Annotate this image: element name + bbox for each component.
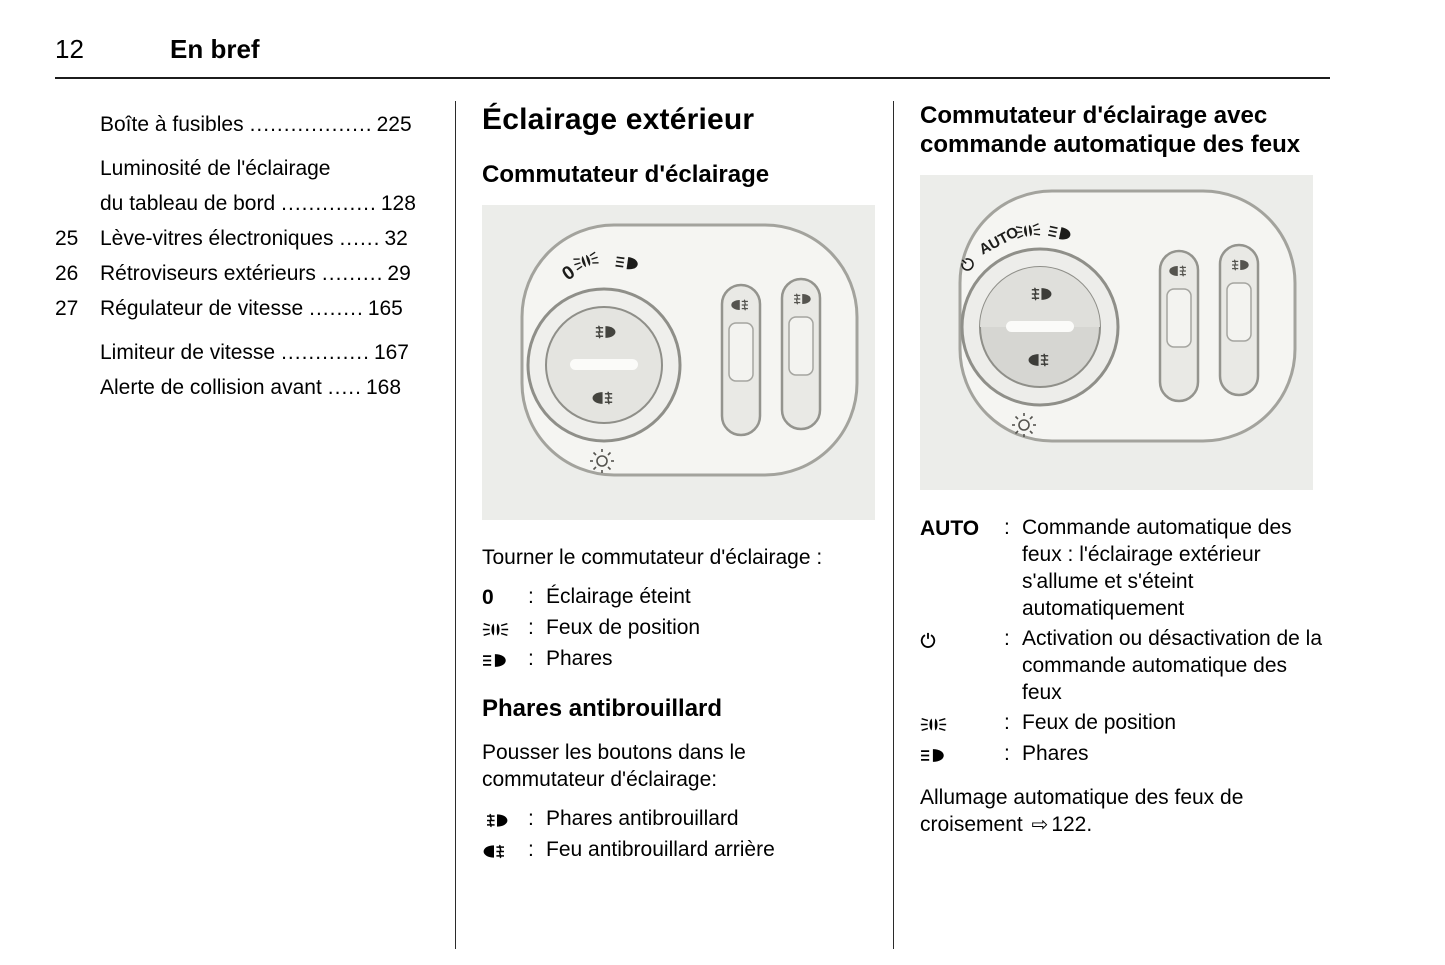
desc: Feux de position [546,616,701,639]
power-icon [920,632,936,648]
toc-item: Alerte de collision avant ..... 168 [55,370,455,405]
toc-item-page: 165 [367,297,403,320]
list-item: : Phares [920,740,1330,768]
headlights-icon [920,748,945,763]
toc-item-number [55,107,100,142]
toc-item: 25 Lève-vitres électroniques ...... 32 [55,221,455,256]
page-ref-arrow-icon: ⇨ [1031,814,1049,836]
rear-fog-light-icon [482,844,509,859]
auto-section-title: Commutateur d'éclairage avec commande au… [920,102,1301,158]
toc-item-label: Lève-vitres électroniques [100,227,334,250]
list-item: : Phares antibrouillard [482,805,869,833]
toc-item-label: Limiteur de vitesse [100,341,276,364]
section-title: Éclairage extérieur [482,103,755,136]
page-number: 12 [55,34,84,64]
auto-footer: Allumage automatique des feux de croisem… [920,784,1330,839]
toc-item-number [55,186,100,221]
toc-item: du tableau de bord .............. 128 [55,186,455,221]
desc: Phares [1022,742,1089,765]
toc-item-page: 168 [365,376,402,399]
light-switch-illustration: 0 [482,205,875,520]
toc-item-page: 32 [384,227,408,250]
toc-item-number: 26 [55,262,79,285]
toc-item-number [55,370,100,405]
footer-text: Allumage automatique des feux de croisem… [920,786,1244,836]
fog-intro: Pousser les boutons dans le commutateur … [482,741,746,791]
toc-item-page: 128 [380,192,416,215]
toc-item-label: Rétroviseurs extérieurs [100,262,316,285]
list-item: AUTO : Commande automatique des feux : l… [920,514,1330,622]
toc-item: Limiteur de vitesse ............. 167 [55,335,455,370]
dimmer-icon [590,449,614,473]
toc-item: Boîte à fusibles .................. 225 [55,107,455,142]
fog-list: : Phares antibrouillard : Feu antibrouil… [482,805,869,864]
toc-item-label: Régulateur de vitesse [100,297,304,320]
toc-leader-dots: ...... [339,227,381,250]
subsection-title: Commutateur d'éclairage [482,161,770,188]
toc-leader-dots: ......... [321,262,384,285]
list-item: : Activation ou désactivation de la comm… [920,625,1330,706]
list-item: : Feux de position [482,614,869,642]
auto-light-switch-illustration: AUTO [920,175,1313,490]
column-divider [455,101,456,949]
toc-item-number [55,335,100,370]
toc-item: 26 Rétroviseurs extérieurs ......... 29 [55,256,455,291]
term-auto: AUTO [920,517,980,540]
desc: Commande automatique des feux : l'éclair… [1022,516,1292,620]
toc-item-number [55,151,100,186]
toc-item: Luminosité de l'éclairage [55,151,455,186]
toc-item-label: Alerte de collision avant [100,376,322,399]
dimmer-icon [1012,413,1036,437]
auto-switch-list: AUTO : Commande automatique des feux : l… [920,514,1330,768]
toc-column: Boîte à fusibles .................. 225 … [55,101,455,949]
toc-leader-dots: ............. [281,341,370,364]
toc-item-number: 27 [55,297,79,320]
toc-item: 27 Régulateur de vitesse ........ 165 [55,291,455,326]
position-lights-icon [482,622,509,637]
fog-section-title: Phares antibrouillard [482,695,723,722]
column-divider [893,101,894,949]
switch-position-list: 0 : Éclairage éteint : Feux de position … [482,583,869,673]
exterior-lighting-column: Éclairage extérieur Commutateur d'éclair… [456,101,893,949]
list-item: : Feu antibrouillard arrière [482,836,869,864]
toc-item-label: Luminosité de l'éclairage [100,157,331,180]
toc-leader-dots: ..... [327,376,362,399]
page-header: 12 En bref [55,34,1330,79]
desc: Phares [546,647,613,670]
page-title: En bref [170,34,260,64]
toc-item-label: Boîte à fusibles [100,113,244,136]
page-ref-number: 122. [1051,813,1093,836]
toc-item-page: 167 [373,341,409,364]
term-off: 0 [482,586,494,609]
desc: Phares antibrouillard [546,807,739,830]
toc-item-number: 25 [55,227,79,250]
desc: Activation ou désactivation de la comman… [1022,627,1323,704]
list-item: : Phares [482,645,869,673]
position-lights-icon [920,717,947,732]
toc-item-label: du tableau de bord [100,192,276,215]
list-item: 0 : Éclairage éteint [482,583,869,611]
desc: Feux de position [1022,711,1177,734]
toc-item-page: 29 [387,262,411,285]
front-fog-lights-icon [482,813,509,828]
auto-lighting-column: Commutateur d'éclairage avec commande au… [894,101,1330,949]
headlights-icon [482,653,507,668]
desc: Feu antibrouillard arrière [546,838,775,861]
list-item: : Feux de position [920,709,1330,737]
toc-item-page: 225 [376,113,412,136]
switch-intro: Tourner le commutateur d'éclairage : [482,546,823,569]
desc: Éclairage éteint [546,585,691,608]
toc-leader-dots: .................. [249,113,373,136]
toc-leader-dots: .............. [281,192,377,215]
toc-leader-dots: ........ [309,297,364,320]
